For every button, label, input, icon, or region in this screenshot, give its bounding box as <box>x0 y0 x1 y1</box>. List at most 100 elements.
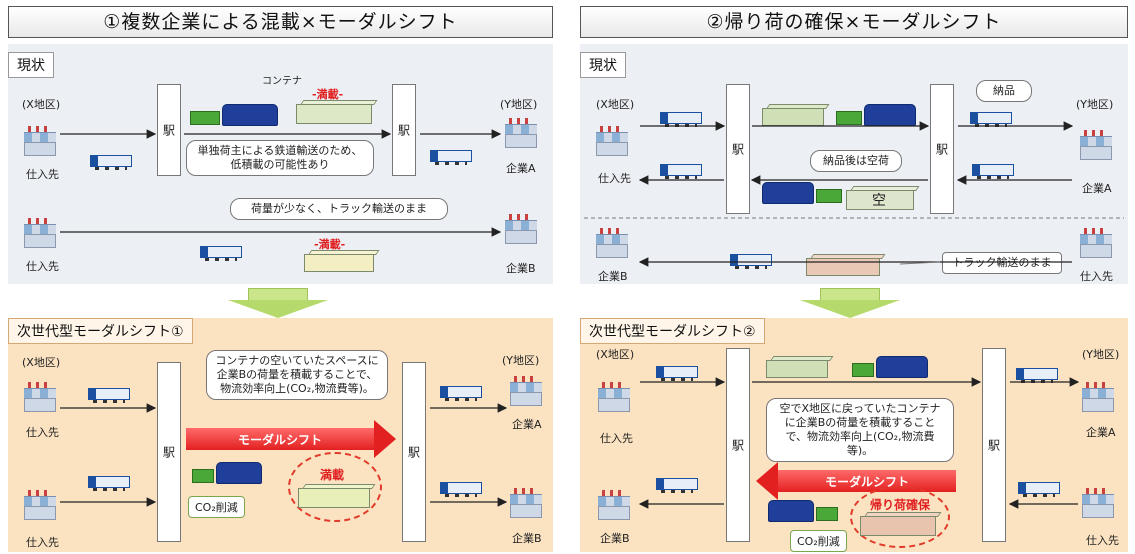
right-next-supplier1-label: 仕入先 <box>600 432 633 445</box>
right-now-train-icon-1 <box>836 104 918 126</box>
right-next-company-b-factory-icon <box>598 490 630 520</box>
right-now-truck-5-icon <box>730 254 772 269</box>
right-next-company-b-label: 企業B <box>600 532 630 545</box>
left-now-supplier1-factory-icon <box>24 126 56 156</box>
left-now-note-2: 荷量が少なく、トラック輸送のまま <box>230 198 448 220</box>
left-next-full-load-label: 満載 <box>320 468 345 482</box>
left-next-station-x: 駅 <box>157 362 181 542</box>
right-now-train-icon-2 <box>762 182 844 204</box>
left-now-truck-1-icon <box>90 155 132 170</box>
right-next-return-load-label: 帰り荷確保 <box>870 498 931 512</box>
right-next-company-a-label: 企業A <box>1086 426 1116 439</box>
left-now-company-b-factory-icon <box>505 214 537 244</box>
left-next-truck-2-icon <box>88 476 130 491</box>
right-next-truck-4-icon <box>1018 482 1060 497</box>
right-next-train-icon-1 <box>852 356 930 378</box>
left-next-company-a-label: 企業A <box>512 418 542 431</box>
right-next-container-box-1 <box>766 356 834 378</box>
right-next-label: 次世代型モーダルシフト② <box>580 318 765 344</box>
right-now-station-x: 駅 <box>726 84 750 214</box>
left-next-supplier2-factory-icon <box>24 490 56 520</box>
left-next-modal-shift-arrow: モーダルシフト <box>186 420 396 458</box>
left-now-company-a-label: 企業A <box>506 162 536 175</box>
left-next-y-area: (Y地区) <box>502 354 540 367</box>
left-next-x-area: (X地区) <box>22 356 61 369</box>
right-now-company-a-factory-icon <box>1080 130 1112 160</box>
left-down-arrow <box>228 288 328 318</box>
right-next-station-x-label: 駅 <box>731 438 744 453</box>
left-next-train-icon <box>192 462 264 484</box>
right-now-delivery-note: 納品 <box>976 80 1032 102</box>
right-now-supplier2-label: 仕入先 <box>1080 270 1113 283</box>
left-next-station-y-label: 駅 <box>407 445 420 460</box>
right-next-train-icon-2 <box>768 500 840 522</box>
left-now-supplier1-label: 仕入先 <box>26 168 59 181</box>
right-now-truck-4-icon <box>972 164 1014 179</box>
right-now-company-b-label: 企業B <box>598 270 628 283</box>
right-now-station-y-label: 駅 <box>935 142 948 157</box>
right-now-truck-3-icon <box>660 164 702 179</box>
right-next-station-y-label: 駅 <box>987 438 1000 453</box>
right-next-station-x: 駅 <box>726 348 750 542</box>
right-next-container-box-2 <box>860 512 942 536</box>
left-next-station-y: 駅 <box>402 362 426 542</box>
left-now-company-a-factory-icon <box>505 118 537 148</box>
left-now-container-box-2 <box>304 250 380 272</box>
left-now-truck-2-icon <box>430 150 472 165</box>
left-next-truck-4-icon <box>440 482 482 497</box>
left-now-truck-3-icon <box>200 246 242 261</box>
left-next-truck-1-icon <box>88 388 130 403</box>
left-next-company-a-factory-icon <box>510 376 542 406</box>
right-now-company-a-label: 企業A <box>1082 182 1112 195</box>
left-now-note-1: 単独荷主による鉄道輸送のため、低積載の可能性あり <box>186 140 374 176</box>
right-now-y-area: (Y地区) <box>1076 98 1114 111</box>
left-now-y-area: (Y地区) <box>500 98 538 111</box>
left-next-container-box <box>298 484 376 508</box>
left-current-label: 現状 <box>8 52 54 78</box>
left-now-supplier2-label: 仕入先 <box>26 260 59 273</box>
right-now-empty-container <box>846 186 920 210</box>
left-now-station-y: 駅 <box>392 84 416 176</box>
left-next-station-x-label: 駅 <box>162 445 175 460</box>
left-now-container-label: コンテナ <box>262 76 302 87</box>
right-now-station-x-label: 駅 <box>731 142 744 157</box>
right-next-co2-badge: CO₂削減 <box>790 530 847 552</box>
left-next-supplier2-label: 仕入先 <box>26 536 59 549</box>
left-now-x-area: (X地区) <box>22 98 61 111</box>
right-next-x-area: (X地区) <box>596 348 635 361</box>
right-next-supplier2-label: 仕入先 <box>1086 534 1119 547</box>
left-now-full-load-label-2: -満載- <box>314 238 346 251</box>
left-next-full-load-oval <box>288 452 382 522</box>
right-next-modal-shift-label: モーダルシフト <box>824 475 909 489</box>
left-next-note: コンテナの空いていたスペースに企業Bの荷量を積載することで、物流効率向上(CO₂… <box>206 350 388 400</box>
right-next-station-y: 駅 <box>982 348 1006 542</box>
right-now-supplier1-factory-icon <box>596 126 628 156</box>
right-now-empty-note: 納品後は空荷 <box>810 150 902 172</box>
left-now-container-box-1 <box>296 100 378 124</box>
left-next-modal-shift-label: モーダルシフト <box>237 433 322 447</box>
right-now-supplier1-label: 仕入先 <box>598 172 631 185</box>
right-down-arrow <box>800 288 900 318</box>
left-panel-title: ①複数企業による混載×モーダルシフト <box>8 6 553 38</box>
right-next-supplier2-factory-icon <box>1082 488 1114 518</box>
left-next-supplier1-factory-icon <box>24 382 56 412</box>
left-now-supplier2-factory-icon <box>24 218 56 248</box>
left-now-station-y-label: 駅 <box>397 123 410 138</box>
right-now-supplier2-factory-icon <box>1080 228 1112 258</box>
left-now-full-load-label-1: -満載- <box>312 88 344 101</box>
right-panel-title: ②帰り荷の確保×モーダルシフト <box>580 6 1128 38</box>
right-now-station-y: 駅 <box>930 84 954 214</box>
right-current-label: 現状 <box>580 52 626 78</box>
left-next-truck-3-icon <box>440 386 482 401</box>
right-now-company-b-factory-icon <box>596 228 628 258</box>
right-next-truck-1-icon <box>656 366 698 381</box>
left-next-supplier1-label: 仕入先 <box>26 426 59 439</box>
left-next-co2-badge: CO₂削減 <box>188 496 245 518</box>
left-now-company-b-label: 企業B <box>506 262 536 275</box>
left-now-train-icon <box>190 104 280 126</box>
right-next-y-area: (Y地区) <box>1082 348 1120 361</box>
left-now-station-x: 駅 <box>157 84 181 176</box>
left-next-label: 次世代型モーダルシフト① <box>8 318 193 344</box>
right-next-note: 空でX地区に戻っていたコンテナに企業Bの荷量を積載することで、物流効率向上(CO… <box>766 398 954 462</box>
